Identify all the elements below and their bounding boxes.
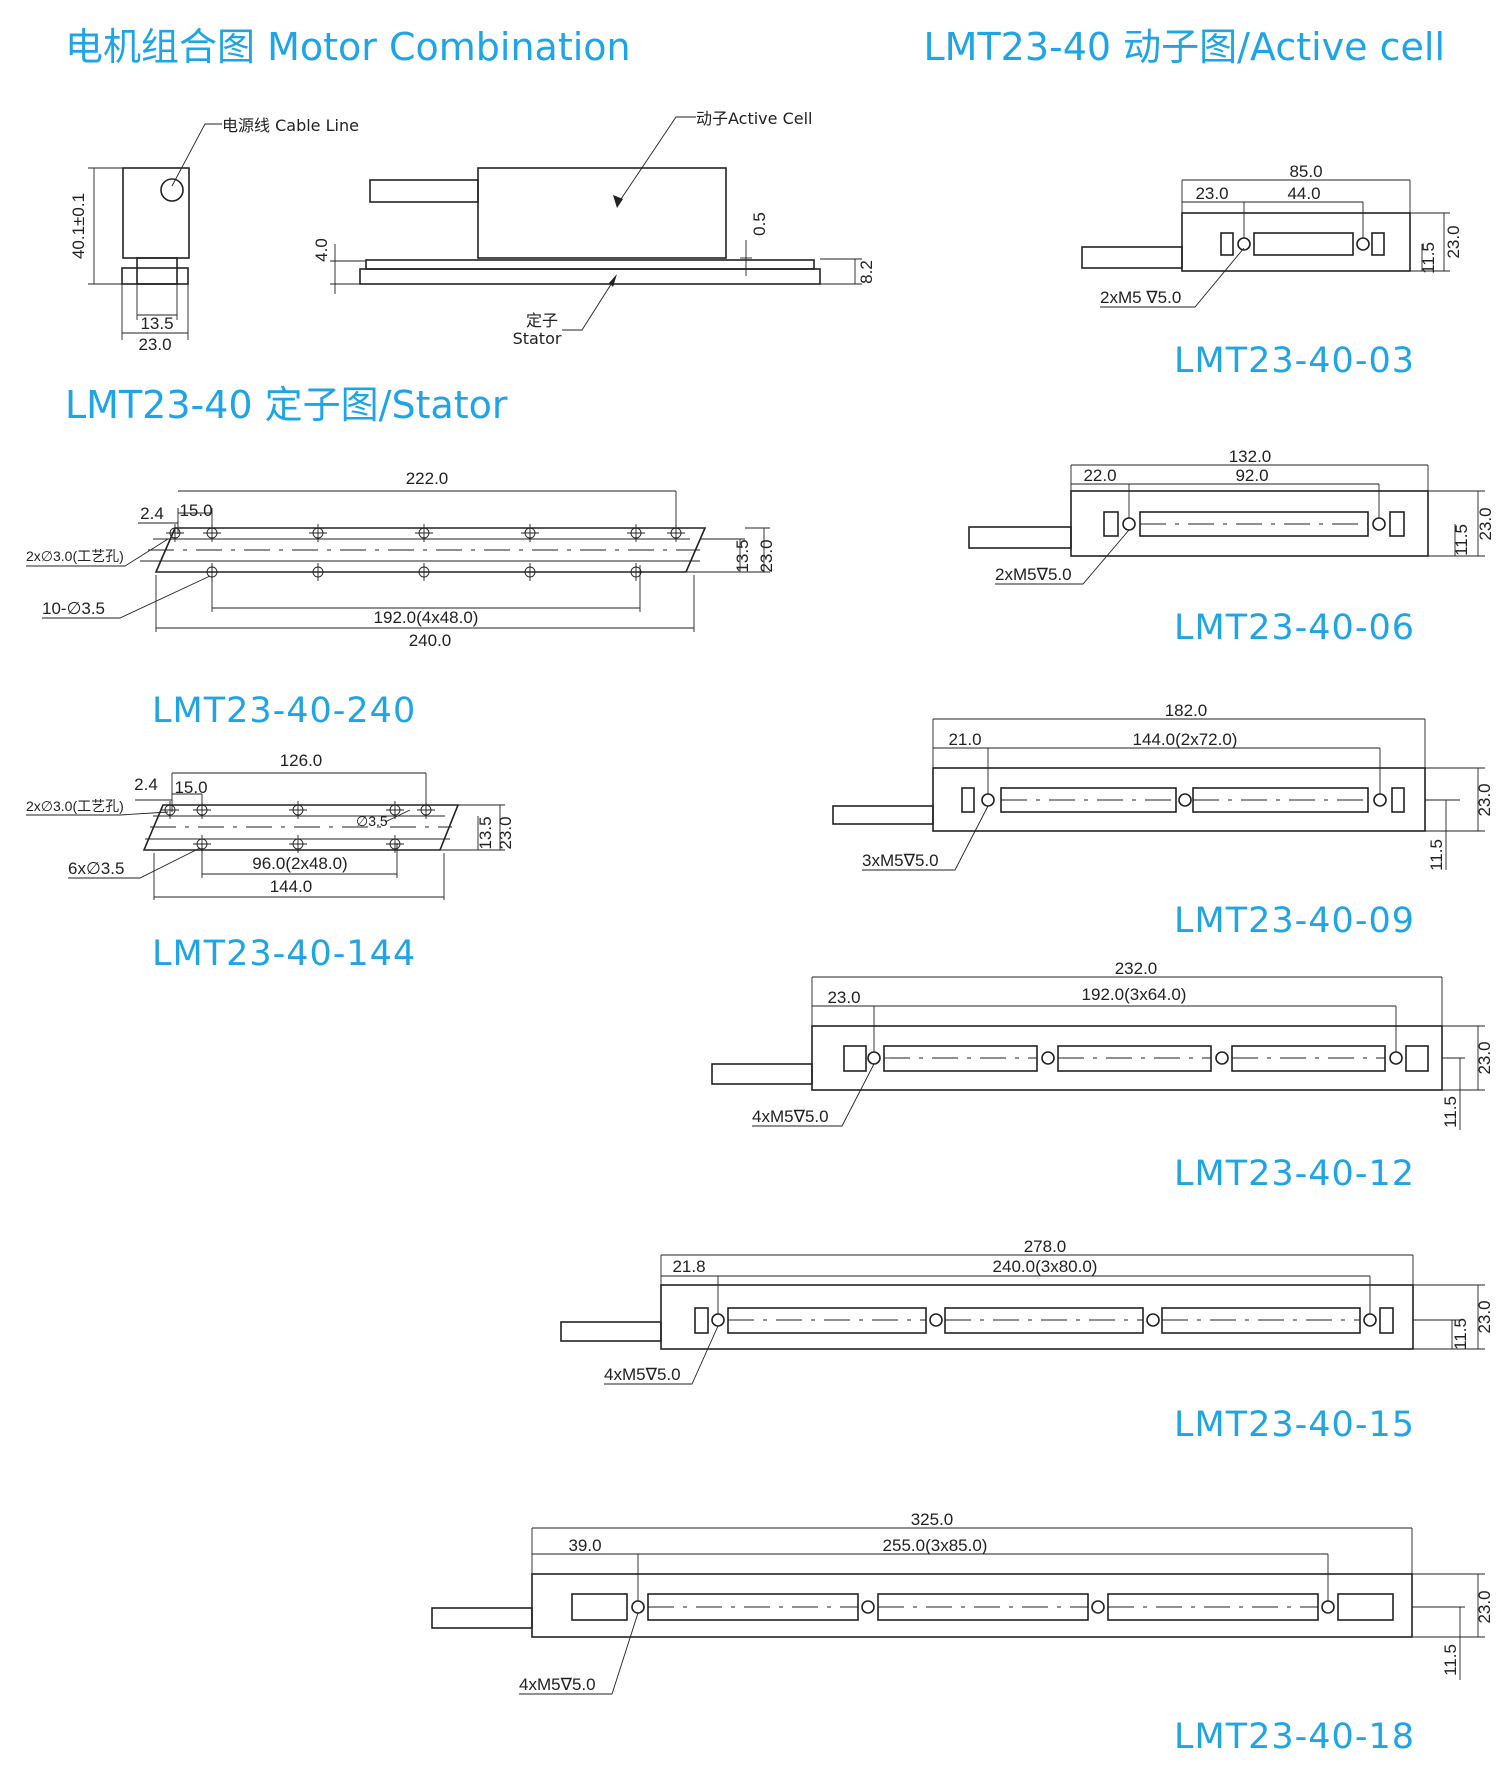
dim-width-13-5: 13.5 — [140, 314, 173, 333]
stator-240-top-dim: 222.0 — [406, 469, 449, 488]
stator-144-model: LMT23-40-144 — [152, 934, 416, 974]
cell-15-offset: 21.8 — [672, 1257, 705, 1276]
cell-06-total: 132.0 — [1229, 447, 1272, 466]
cell-12-offset: 23.0 — [827, 988, 860, 1007]
stator-144-drawing — [26, 772, 505, 900]
cell-15-h2: 23.0 — [1475, 1300, 1494, 1333]
active-cell-06-drawing — [968, 464, 1485, 585]
cell-03-model: LMT23-40-03 — [1174, 341, 1415, 381]
stator-240-drawing — [26, 490, 770, 632]
cell-18-offset: 39.0 — [568, 1536, 601, 1555]
cell-15-total: 278.0 — [1024, 1237, 1067, 1256]
cell-06-h1: 11.5 — [1452, 524, 1471, 556]
active-cell-15-drawing — [560, 1254, 1485, 1385]
combination-front-view — [330, 116, 862, 331]
cell-06-thread: 2xM5∇5.0 — [995, 565, 1072, 584]
cell-09-h2: 23.0 — [1475, 783, 1494, 816]
cell-06-model: LMT23-40-06 — [1174, 608, 1415, 648]
cell-15-h1: 11.5 — [1451, 1318, 1470, 1350]
stator-240-holes: 10-∅3.5 — [42, 599, 105, 618]
cell-03-offset: 23.0 — [1195, 184, 1228, 203]
cell-12-thread: 4xM5∇5.0 — [752, 1107, 829, 1126]
cell-09-thread: 3xM5∇5.0 — [862, 851, 939, 870]
cell-12-model: LMT23-40-12 — [1174, 1154, 1415, 1194]
stator-144-tech-hole: 2x∅3.0(工艺孔) — [26, 798, 124, 814]
dim-8-2: 8.2 — [857, 260, 876, 284]
cell-09-total: 182.0 — [1165, 701, 1208, 720]
stator-240-dim-b: 15.0 — [179, 501, 212, 520]
combination-side-view — [88, 123, 222, 340]
cell-12-h1: 11.5 — [1441, 1096, 1460, 1128]
label-stator-en: Stator — [513, 329, 562, 348]
cell-12-pitch: 192.0(3x64.0) — [1082, 985, 1187, 1004]
cell-09-offset: 21.0 — [948, 730, 981, 749]
cell-06-offset: 22.0 — [1083, 466, 1116, 485]
dim-4-0: 4.0 — [312, 238, 331, 262]
heading-motor-combination: 电机组合图 Motor Combination — [65, 25, 631, 69]
cell-03-h1: 11.5 — [1419, 242, 1438, 274]
stator-240-h1: 13.5 — [733, 539, 752, 572]
stator-240-tech-hole: 2x∅3.0(工艺孔) — [26, 548, 124, 564]
cell-18-model: LMT23-40-18 — [1174, 1717, 1415, 1757]
stator-240-h2: 23.0 — [757, 539, 776, 572]
stator-144-hole-dia: ∅3.5 — [356, 813, 388, 829]
stator-144-holes: 6x∅3.5 — [68, 859, 124, 878]
cell-03-pitch: 44.0 — [1287, 184, 1320, 203]
stator-144-h2: 23.0 — [496, 816, 515, 849]
active-cell-09-drawing — [832, 718, 1485, 871]
cell-03-thread: 2xM5 ∇5.0 — [1100, 288, 1181, 307]
stator-240-pitch: 192.0(4x48.0) — [374, 608, 479, 627]
cell-06-h2: 23.0 — [1476, 507, 1495, 540]
cell-03-h2: 23.0 — [1444, 225, 1463, 258]
label-stator-cn: 定子 — [526, 311, 558, 330]
stator-240-model: LMT23-40-240 — [152, 691, 416, 731]
cell-18-total: 325.0 — [911, 1510, 954, 1529]
stator-240-dim-a: 2.4 — [140, 504, 164, 523]
cell-18-thread: 4xM5∇5.0 — [519, 1675, 596, 1694]
cell-18-h1: 11.5 — [1441, 1644, 1460, 1676]
heading-active-cell: LMT23-40 动子图/Active cell — [924, 25, 1445, 69]
stator-144-pitch: 96.0(2x48.0) — [252, 854, 347, 873]
dim-width-23-0: 23.0 — [138, 335, 171, 354]
cell-15-thread: 4xM5∇5.0 — [604, 1365, 681, 1384]
stator-144-top-dim: 126.0 — [280, 751, 323, 770]
stator-240-length: 240.0 — [409, 631, 452, 650]
stator-144-length: 144.0 — [270, 877, 313, 896]
active-cell-18-drawing — [431, 1527, 1485, 1695]
cell-09-h1: 11.5 — [1427, 839, 1446, 871]
cell-12-h2: 23.0 — [1475, 1041, 1494, 1074]
cell-18-h2: 23.0 — [1475, 1590, 1494, 1623]
label-active-cell: 动子Active Cell — [696, 109, 813, 128]
stator-144-dim-a: 2.4 — [134, 775, 158, 794]
cell-09-pitch: 144.0(2x72.0) — [1133, 730, 1238, 749]
stator-144-h1: 13.5 — [476, 816, 495, 849]
cell-12-total: 232.0 — [1115, 959, 1158, 978]
label-cable-line: 电源线 Cable Line — [222, 116, 359, 135]
cell-03-total: 85.0 — [1289, 162, 1322, 181]
cell-15-pitch: 240.0(3x80.0) — [993, 1257, 1098, 1276]
dim-height-40-1: 40.1±0.1 — [69, 193, 88, 259]
stator-144-dim-b: 15.0 — [174, 778, 207, 797]
cell-15-model: LMT23-40-15 — [1174, 1405, 1415, 1445]
heading-stator: LMT23-40 定子图/Stator — [65, 383, 508, 427]
cell-09-model: LMT23-40-09 — [1174, 901, 1415, 941]
active-cell-03-drawing — [1081, 179, 1450, 308]
cell-18-pitch: 255.0(3x85.0) — [883, 1536, 988, 1555]
dim-0-5: 0.5 — [750, 212, 769, 236]
active-cell-12-drawing — [711, 976, 1485, 1130]
cell-06-pitch: 92.0 — [1235, 466, 1268, 485]
